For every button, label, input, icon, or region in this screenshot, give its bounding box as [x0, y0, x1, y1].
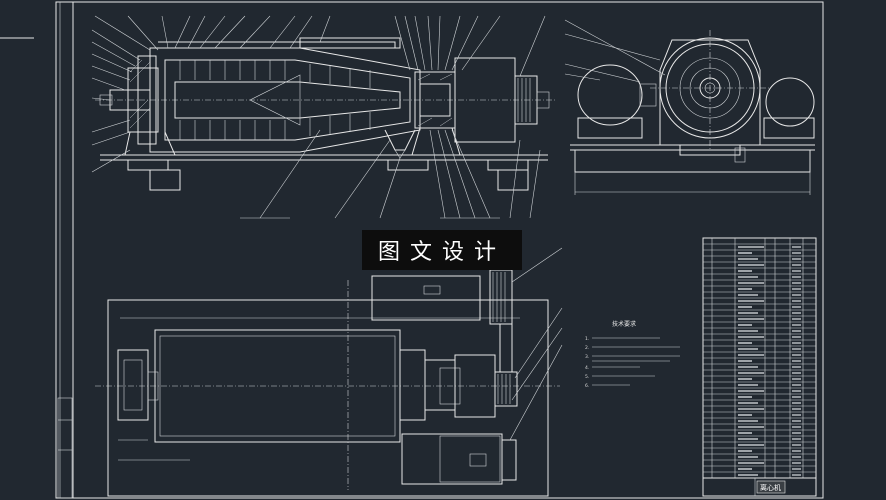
technical-requirements: 技术要求 1. 2. 3. 4. 5. 6. — [585, 320, 680, 389]
note-line-3: 3. — [585, 354, 589, 360]
note-line-5: 5. — [585, 374, 589, 380]
note-line-2: 2. — [585, 345, 589, 351]
centrifuge-section-view — [91, 15, 555, 219]
notes-title: 技术要求 — [612, 320, 636, 328]
note-line-1: 1. — [585, 336, 589, 342]
note-line-6: 6. — [585, 383, 589, 389]
note-line-4: 4. — [585, 365, 589, 371]
centrifuge-end-view — [564, 19, 815, 195]
plan-view — [95, 247, 563, 497]
watermark-banner: 图文设计 — [362, 230, 522, 270]
parts-list-table — [702, 237, 817, 497]
drawing-frame — [0, 1, 824, 499]
